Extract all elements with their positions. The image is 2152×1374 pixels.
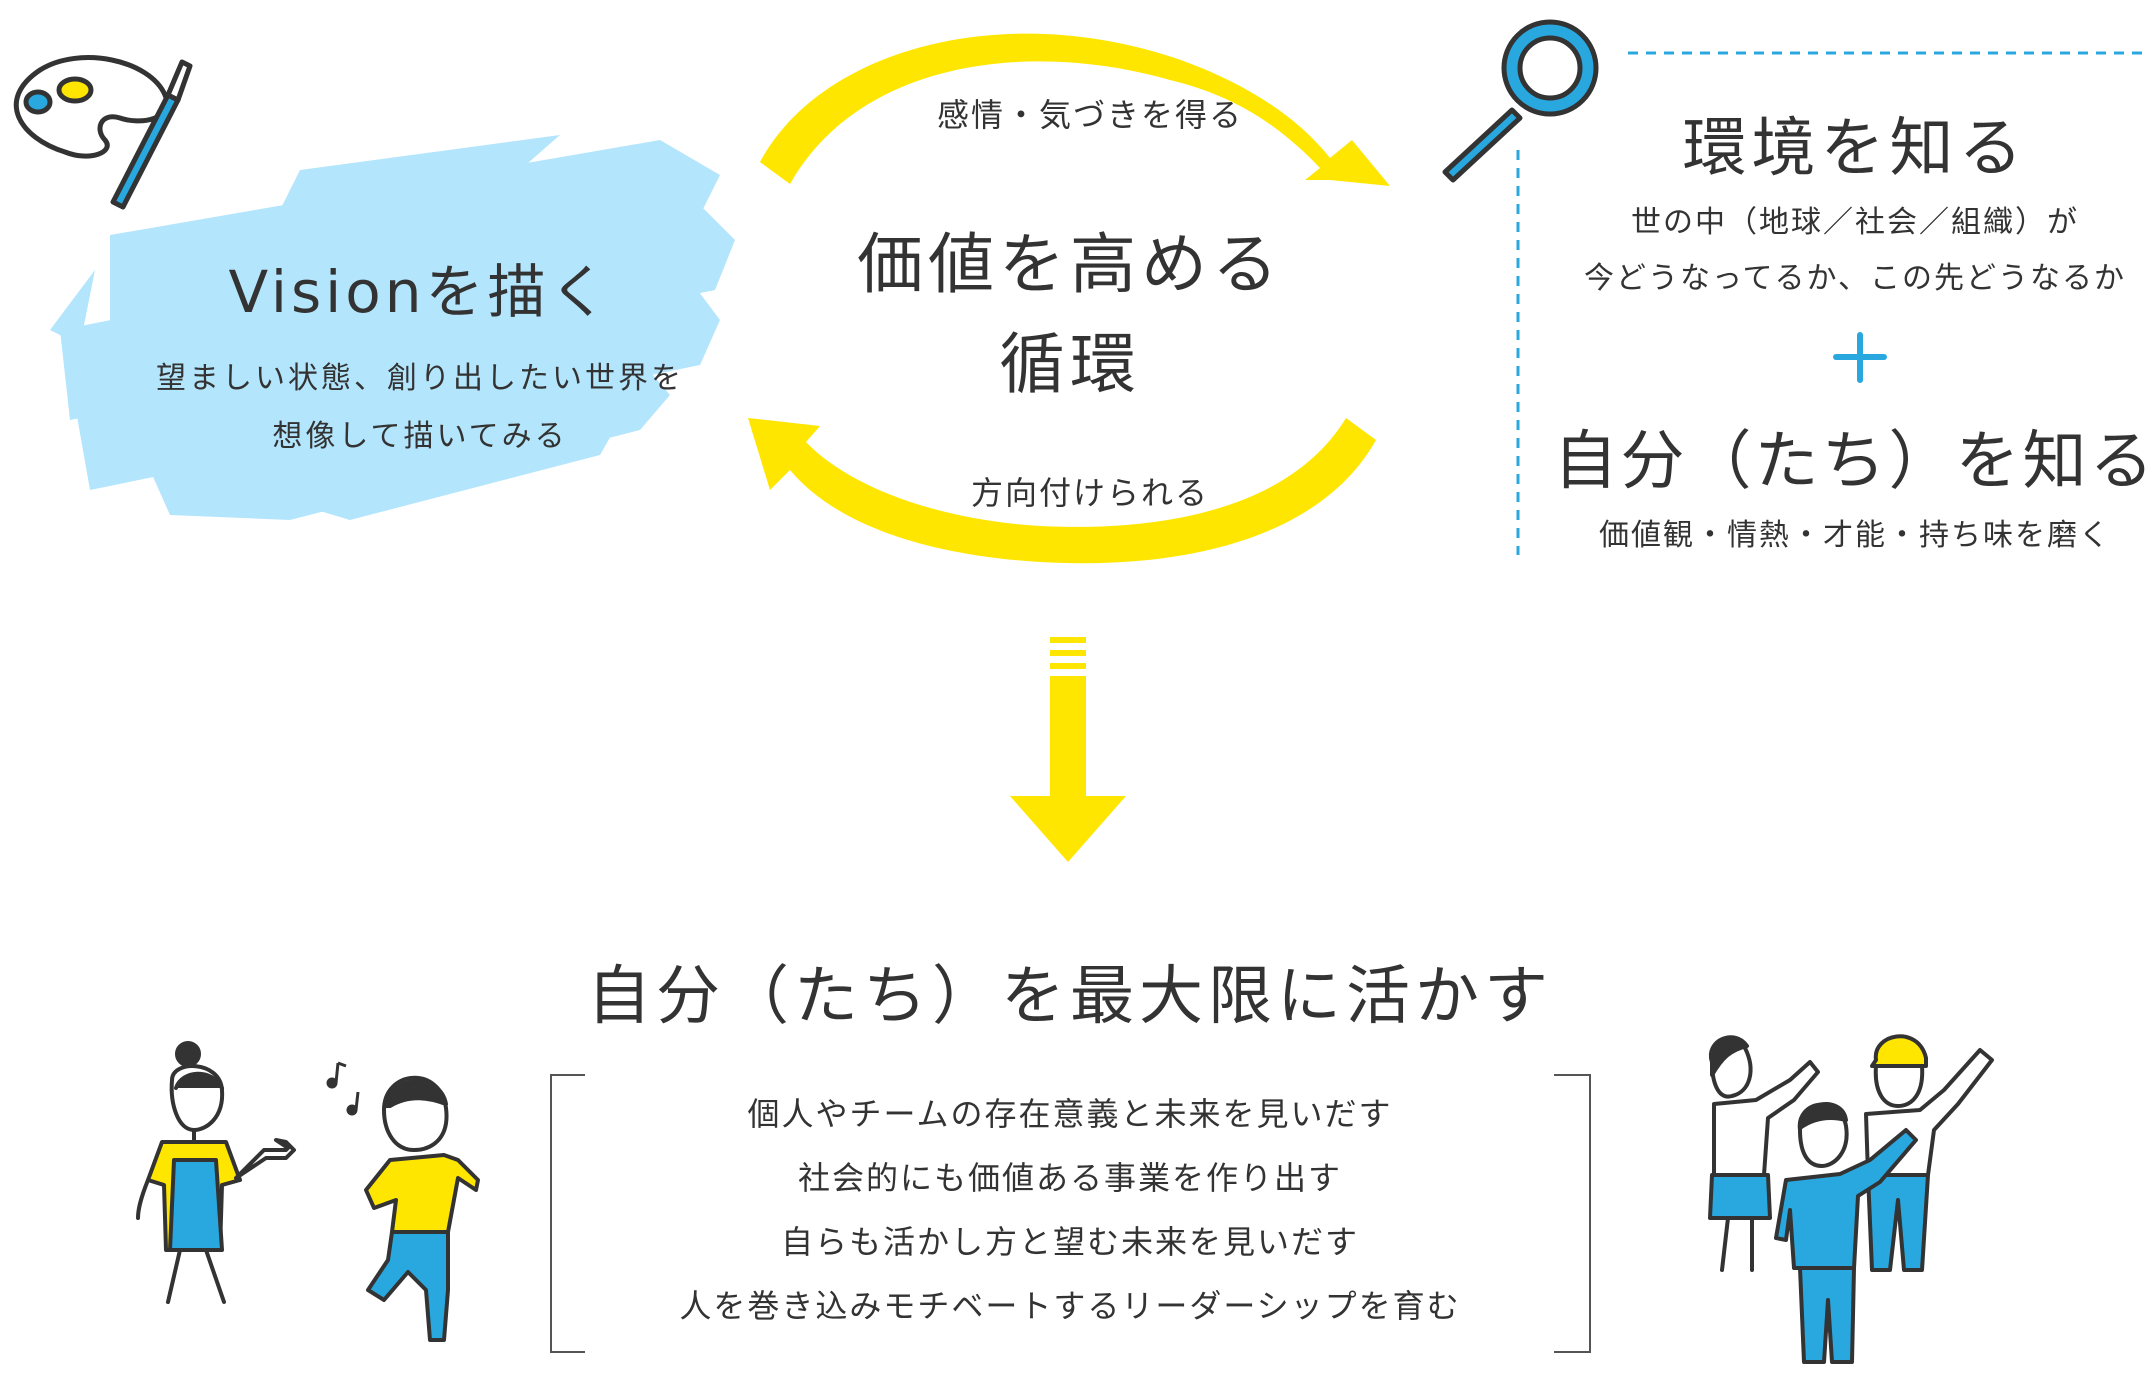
goals-list: 個人やチームの存在意義と未来を見いだす 社会的にも価値ある事業を作り出す 自らも… [560, 1082, 1580, 1338]
down-arrow-icon [1010, 676, 1126, 862]
environment-description-line: 今どうなってるか、この先どうなるか [1584, 261, 2126, 296]
cycle-top-label: 感情・気づきを得る [936, 96, 1243, 134]
vision-brush-background [50, 135, 735, 520]
self-title: 自分（たち）を知る [1553, 425, 2152, 499]
goals-bracket [550, 1074, 1591, 1353]
environment-description: 世の中（地球／社会／組織）が 今どうなってるか、この先どうなるか [1530, 195, 2152, 307]
person-dancing [364, 1075, 480, 1342]
dashed-border [1516, 51, 2150, 555]
self-description: 価値観・情熱・才能・持ち味を磨く [1599, 518, 2111, 553]
equals-icon [1050, 637, 1086, 669]
goal-item: 社会的にも価値ある事業を作り出す [797, 1159, 1342, 1197]
environment-title: 環境を知る [1682, 112, 2028, 186]
group-pointing [1708, 1034, 1994, 1364]
plus-icon [1833, 332, 1887, 383]
person-with-watering-can [136, 1041, 296, 1304]
cycle-title-line: 価値を高める [857, 226, 1283, 303]
environment-description-line: 世の中（地球／社会／組織）が [1631, 205, 2079, 240]
magnifying-glass-icon [1442, 19, 1599, 183]
goal-item: 人を巻き込みモチベートするリーダーシップを育む [679, 1287, 1461, 1325]
goal-item: 個人やチームの存在意義と未来を見いだす [747, 1095, 1393, 1133]
result-title: 自分（たち）を最大限に活かす [587, 960, 1553, 1034]
palette-icon [13, 55, 170, 159]
cycle-title-line: 循環 [999, 326, 1141, 403]
vision-title: Visionを描く [228, 258, 612, 326]
vision-description-line: 望ましい状態、創り出したい世界を [156, 361, 684, 396]
paintbrush-icon [110, 59, 193, 210]
vision-description-line: 想像して描いてみる [272, 419, 568, 454]
cycle-bottom-label: 方向付けられる [970, 474, 1209, 512]
music-note-icon [326, 1061, 360, 1116]
vision-description: 望ましい状態、創り出したい世界を 想像して描いてみる [100, 350, 740, 466]
goal-item: 自らも活かし方と望む未来を見いだす [780, 1223, 1359, 1261]
bottom-arrow [748, 418, 1376, 564]
cycle-arrows [748, 33, 1390, 564]
top-arrow [760, 33, 1390, 186]
cycle-title: 価値を高める 循環 [800, 215, 1340, 415]
